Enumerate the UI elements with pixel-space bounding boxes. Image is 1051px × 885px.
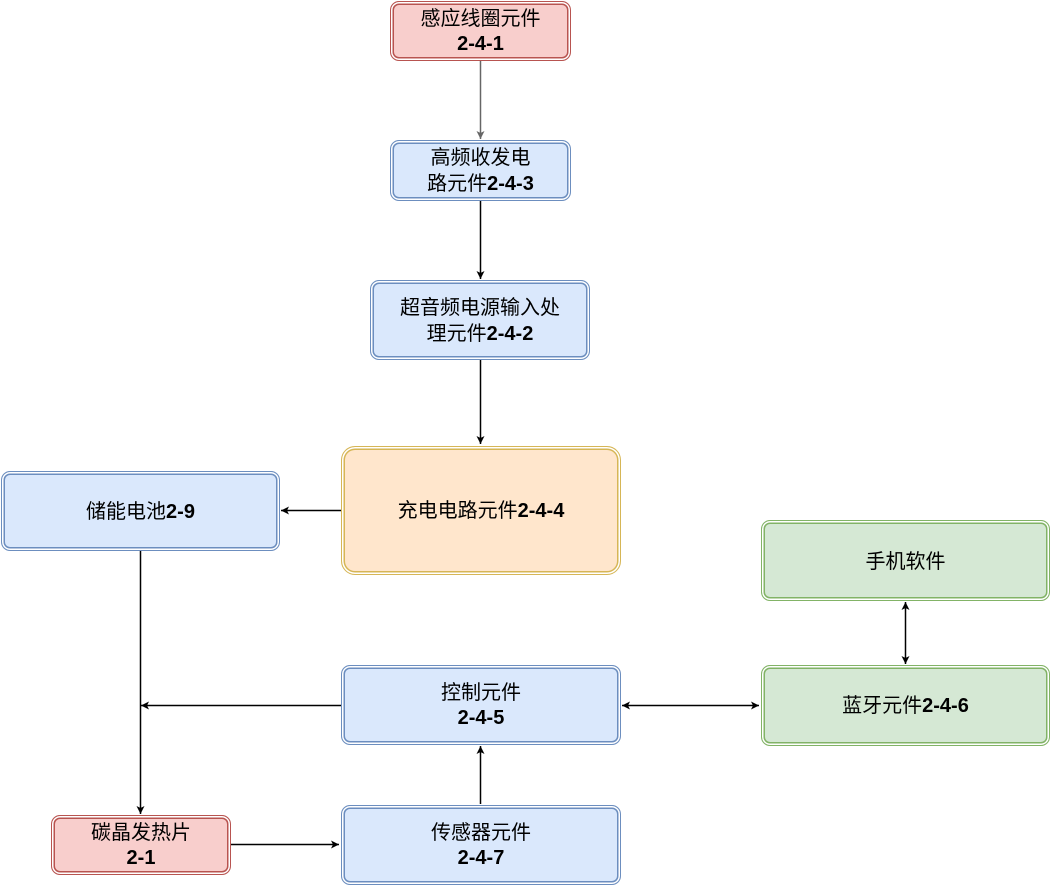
node-ultrasonic-power-code: 2-4-2 xyxy=(486,322,534,345)
node-storage-battery-line: 储能电池2-9 xyxy=(86,498,195,525)
node-hf-transceiver-code: 2-4-3 xyxy=(487,173,534,195)
node-sensor-label: 传感器元件 xyxy=(431,820,531,844)
node-charging-circuit-code: 2-4-4 xyxy=(517,500,565,522)
node-bluetooth-label: 蓝牙元件 xyxy=(842,693,923,717)
node-charging-circuit: 充电电路元件2-4-4 xyxy=(341,446,621,575)
node-phone-software-label: 手机软件 xyxy=(865,548,946,573)
node-ultrasonic-power: 超音频电源输入处 理元件2-4-2 xyxy=(370,280,590,360)
node-ultrasonic-power-label: 超音频电源输入处 xyxy=(400,294,560,319)
node-storage-battery: 储能电池2-9 xyxy=(1,471,280,551)
node-carbon-heater-code: 2-1 xyxy=(126,847,156,869)
node-phone-software: 手机软件 xyxy=(761,520,1050,601)
node-storage-battery-code: 2-9 xyxy=(166,500,195,523)
node-induction-coil-label: 感应线圈元件 xyxy=(420,6,541,30)
node-induction-coil: 感应线圈元件 2-4-1 xyxy=(390,1,571,61)
node-sensor: 传感器元件 2-4-7 xyxy=(341,805,621,885)
node-hf-transceiver: 高频收发电 路元件2-4-3 xyxy=(390,140,571,201)
node-sensor-code: 2-4-7 xyxy=(457,847,505,869)
node-storage-battery-label: 储能电池 xyxy=(86,498,167,523)
node-charging-circuit-label: 充电电路元件 xyxy=(397,498,518,522)
node-carbon-heater: 碳晶发热片 2-1 xyxy=(51,815,231,875)
node-bluetooth: 蓝牙元件2-4-6 xyxy=(761,665,1050,746)
node-charging-circuit-line: 充电电路元件2-4-4 xyxy=(398,497,565,524)
node-hf-transceiver-label: 高频收发电 xyxy=(430,145,531,169)
node-bluetooth-line: 蓝牙元件2-4-6 xyxy=(842,692,969,719)
node-bluetooth-code: 2-4-6 xyxy=(922,695,969,717)
node-ultrasonic-power-line2: 理元件2-4-2 xyxy=(427,320,534,347)
node-control-code: 2-4-5 xyxy=(457,707,505,729)
node-hf-transceiver-label-2: 路元件 xyxy=(427,171,488,195)
node-carbon-heater-label: 碳晶发热片 xyxy=(91,820,191,844)
node-induction-coil-code: 2-4-1 xyxy=(457,33,504,55)
node-control-label: 控制元件 xyxy=(441,680,521,704)
node-control: 控制元件 2-4-5 xyxy=(341,665,621,745)
node-ultrasonic-power-label-2: 理元件 xyxy=(426,320,487,345)
node-hf-transceiver-line2: 路元件2-4-3 xyxy=(427,170,534,197)
